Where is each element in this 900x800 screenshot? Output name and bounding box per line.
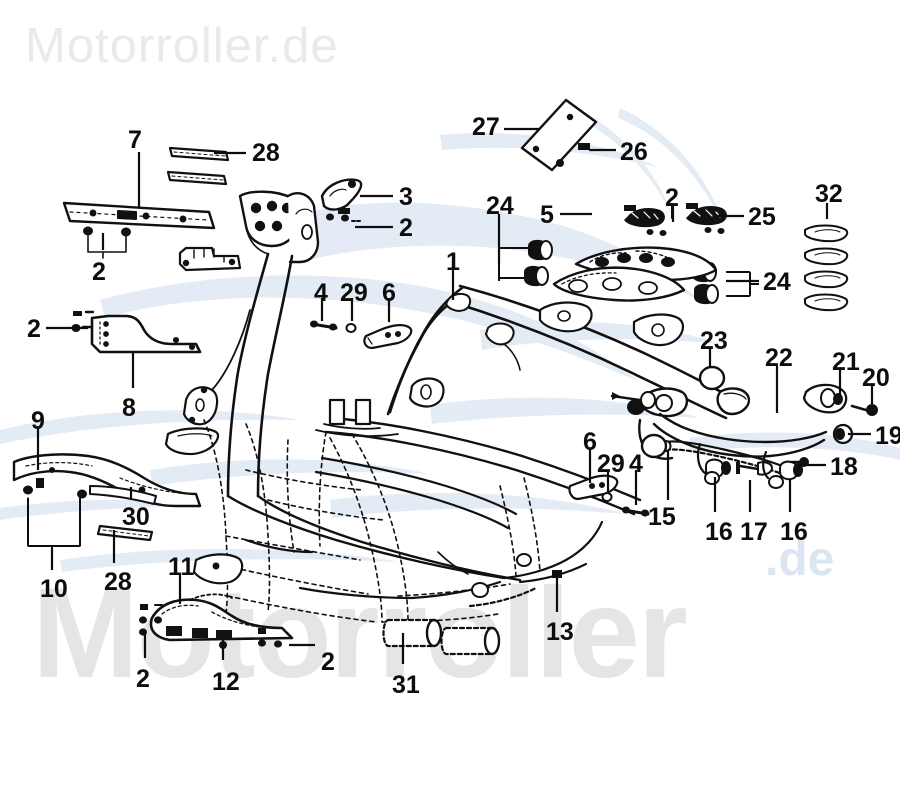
frame-main xyxy=(164,190,738,582)
callout-number-25: 25 xyxy=(748,203,776,231)
rear-frame-detail xyxy=(437,520,604,608)
engine-hanger-bracket xyxy=(189,553,244,601)
callout-number-16: 16 xyxy=(780,518,808,546)
callout-number-6: 6 xyxy=(382,279,396,307)
part-16-17-bolts xyxy=(705,458,803,481)
part-28-bar-lower xyxy=(96,524,154,542)
callout-number-30: 30 xyxy=(122,503,150,531)
callout-number-11: 11 xyxy=(168,553,195,581)
callout-number-31: 31 xyxy=(392,671,420,699)
callout-number-2: 2 xyxy=(399,214,413,242)
callout-number-20: 20 xyxy=(862,364,890,392)
callout-number-28: 28 xyxy=(104,568,132,596)
part-3-bracket xyxy=(320,178,363,222)
watermark-bottom-suffix: .de xyxy=(765,533,835,586)
callout-number-4: 4 xyxy=(629,450,643,478)
callout-number-2: 2 xyxy=(27,315,41,343)
callout-number-28: 28 xyxy=(252,139,280,167)
callout-number-2: 2 xyxy=(92,258,106,286)
callout-number-21: 21 xyxy=(832,348,860,376)
part-28-bars-upper xyxy=(166,146,230,186)
callout-number-6: 6 xyxy=(583,428,597,456)
callout-number-10: 10 xyxy=(40,575,68,603)
part-31-tubes xyxy=(382,618,501,656)
callout-number-2: 2 xyxy=(136,665,150,693)
callout-number-2: 2 xyxy=(321,648,335,676)
callout-number-7: 7 xyxy=(128,126,142,154)
lower-frame-rails xyxy=(315,398,399,437)
callout-number-2: 2 xyxy=(665,184,679,212)
callout-number-15: 15 xyxy=(648,503,676,531)
callout-number-12: 12 xyxy=(212,668,240,696)
callout-number-29: 29 xyxy=(340,279,368,307)
upper-mount-cluster xyxy=(552,246,718,302)
callout-number-32: 32 xyxy=(815,180,843,208)
part-9-30-rail xyxy=(12,453,202,557)
callout-number-4: 4 xyxy=(314,279,328,307)
callout-number-8: 8 xyxy=(122,394,136,422)
callout-number-5: 5 xyxy=(540,201,554,229)
callout-number-9: 9 xyxy=(31,407,45,435)
callout-number-24: 24 xyxy=(763,268,791,296)
callout-number-3: 3 xyxy=(399,183,413,211)
watermark-top: Motorroller.de xyxy=(25,19,339,73)
callout-number-24: 24 xyxy=(486,192,514,220)
callout-number-23: 23 xyxy=(700,327,728,355)
center-stand-group xyxy=(610,365,878,489)
part-27-plate xyxy=(520,98,598,172)
callout-number-17: 17 xyxy=(740,518,768,546)
callout-number-1: 1 xyxy=(446,248,460,276)
callout-number-29: 29 xyxy=(597,450,625,478)
part-2-bolts-upper xyxy=(83,226,131,259)
callout-number-22: 22 xyxy=(765,344,793,372)
callout-number-18: 18 xyxy=(830,453,858,481)
callout-number-13: 13 xyxy=(546,618,574,646)
callout-number-16: 16 xyxy=(705,518,733,546)
part-32-washers xyxy=(804,224,849,312)
callout-number-26: 26 xyxy=(620,138,648,166)
part-4-29-6-left xyxy=(310,320,413,350)
callout-number-27: 27 xyxy=(472,113,500,141)
callout-number-19: 19 xyxy=(875,422,900,450)
frame-rear-crossmembers xyxy=(244,456,518,600)
part-7-strip xyxy=(62,201,216,230)
part-8-bracket xyxy=(71,310,202,354)
